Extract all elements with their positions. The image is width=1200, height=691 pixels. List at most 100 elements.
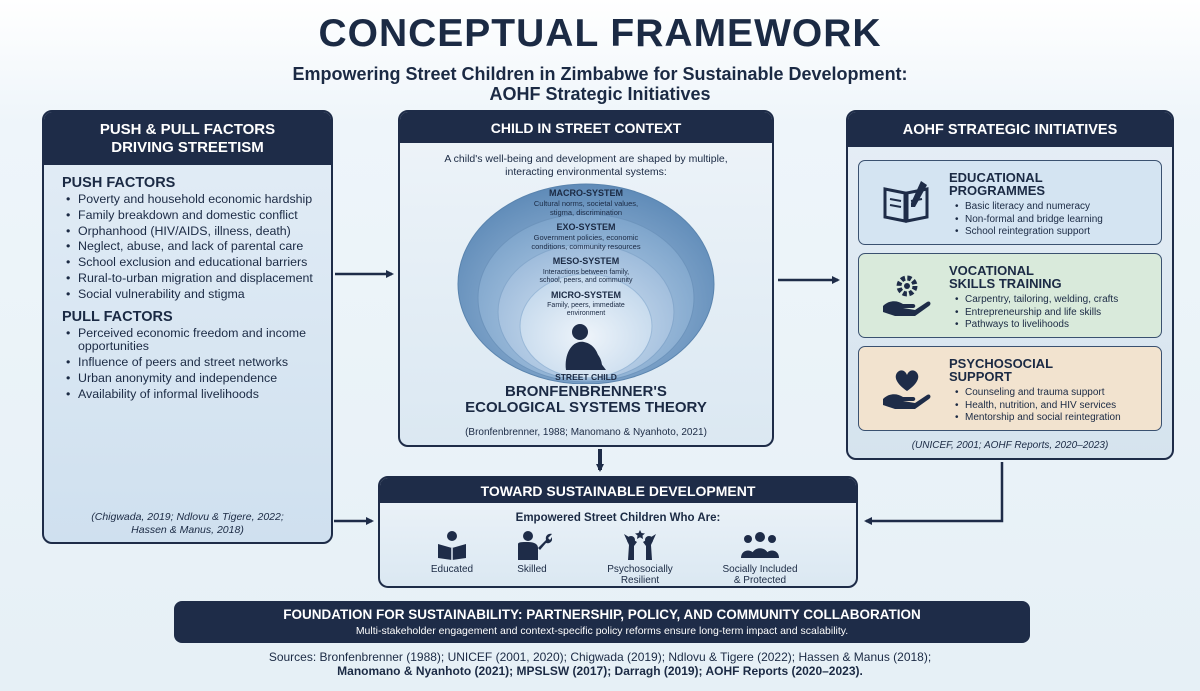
sources: Sources: Bronfenbrenner (1988); UNICEF (… xyxy=(0,650,1200,678)
initiative-item: Health, nutrition, and HIV services xyxy=(955,400,1121,413)
push-pull-panel: PUSH & PULL FACTORS DRIVING STREETISM PU… xyxy=(42,110,333,544)
pull-factor-item: Availability of informal livelihoods xyxy=(66,387,321,401)
outcome-label-line-1: Psychosocially xyxy=(607,564,673,575)
push-factors-list: Poverty and household economic hardship … xyxy=(44,192,331,301)
subtitle-line-1: Empowering Street Children in Zimbabwe f… xyxy=(292,64,908,84)
system-name: MICRO-SYSTEM xyxy=(551,290,621,300)
center-citation: (Bronfenbrenner, 1988; Manomano & Nyanho… xyxy=(465,427,707,438)
sources-line-2: Manomano & Nyanhoto (2021); MPSLSW (2017… xyxy=(337,664,863,678)
street-child-label: STREET CHILD xyxy=(555,372,617,382)
outcome-label-line-2: Resilient xyxy=(620,575,660,586)
theory-line-2: ECOLOGICAL SYSTEMS THEORY xyxy=(465,399,707,416)
push-pull-header: PUSH & PULL FACTORS DRIVING STREETISM xyxy=(44,112,331,165)
initiative-card-education: EDUCATIONAL PROGRAMMES Basic literacy an… xyxy=(858,160,1162,245)
outcome-label: Skilled xyxy=(517,564,547,575)
push-factor-item: Rural-to-urban migration and displacemen… xyxy=(66,271,321,285)
outcome-resilient: Psychosocially Resilient xyxy=(590,530,690,586)
page-title: CONCEPTUAL FRAMEWORK xyxy=(318,12,882,55)
push-factor-item: Neglect, abuse, and lack of parental car… xyxy=(66,240,321,254)
sustainable-development-panel: TOWARD SUSTAINABLE DEVELOPMENT Empowered… xyxy=(378,476,858,588)
foundation-subtitle: Multi-stakeholder engagement and context… xyxy=(355,625,849,637)
initiative-item: School reintegration support xyxy=(955,226,1103,239)
reading-child-icon xyxy=(438,531,466,560)
push-pull-header-line-2: DRIVING STREETISM xyxy=(111,139,264,156)
strategic-initiatives-panel: AOHF STRATEGIC INITIATIVES EDUCATIONAL P… xyxy=(846,110,1174,460)
system-desc: conditions, community resources xyxy=(531,242,640,251)
initiative-item: Non-formal and bridge learning xyxy=(955,214,1103,227)
outcome-educated: Educated xyxy=(402,530,502,575)
outcome-label-line-2: & Protected xyxy=(733,575,787,586)
empowered-label: Empowered Street Children Who Are: xyxy=(515,512,721,524)
initiative-item: Entrepreneurship and life skills xyxy=(955,307,1118,320)
push-factor-item: Poverty and household economic hardship xyxy=(66,192,321,206)
outcome-included: Socially Included & Protected xyxy=(710,530,810,586)
child-context-panel: CHILD IN STREET CONTEXT A child's well-b… xyxy=(398,110,774,447)
pull-factor-item: Perceived economic freedom and income op… xyxy=(66,327,321,354)
child-context-header: CHILD IN STREET CONTEXT xyxy=(400,112,772,143)
initiative-title: VOCATIONAL SKILLS TRAINING xyxy=(949,264,1062,290)
system-desc: stigma, discrimination xyxy=(550,208,622,217)
initiative-item: Basic literacy and numeracy xyxy=(955,201,1103,214)
initiative-title-line-1: PSYCHOSOCIAL xyxy=(949,356,1054,371)
micro-system-ring xyxy=(519,273,653,379)
initiative-card-vocational: VOCATIONAL SKILLS TRAINING Carpentry, ta… xyxy=(858,253,1162,338)
strategic-initiatives-header: AOHF STRATEGIC INITIATIVES xyxy=(848,112,1172,147)
sustainable-development-header: TOWARD SUSTAINABLE DEVELOPMENT xyxy=(380,478,856,503)
outcome-label-line-1: Socially Included xyxy=(722,564,798,575)
gear-hand-icon xyxy=(883,275,931,316)
pull-factors-list: Perceived economic freedom and income op… xyxy=(44,327,331,402)
push-factor-item: Orphanhood (HIV/AIDS, illness, death) xyxy=(66,224,321,238)
system-desc: Cultural norms, societal values, xyxy=(534,199,638,208)
outcome-skilled: Skilled xyxy=(482,530,582,575)
initiative-title-line-1: VOCATIONAL xyxy=(949,263,1034,278)
initiative-item: Carpentry, tailoring, welding, crafts xyxy=(955,294,1118,307)
foundation-banner: FOUNDATION FOR SUSTAINABILITY: PARTNERSH… xyxy=(174,601,1030,643)
initiative-title: EDUCATIONAL PROGRAMMES xyxy=(949,171,1045,197)
system-name: MACRO-SYSTEM xyxy=(549,188,623,198)
worker-wrench-icon xyxy=(518,531,552,560)
system-name: MESO-SYSTEM xyxy=(553,256,620,266)
system-desc: Family, peers, immediate xyxy=(547,302,625,309)
system-desc: environment xyxy=(567,310,606,317)
pull-factors-title: PULL FACTORS xyxy=(62,309,173,326)
theory-line-1: BRONFENBRENNER'S xyxy=(505,383,667,400)
initiative-title: PSYCHOSOCIAL SUPPORT xyxy=(949,357,1053,383)
push-pull-header-line-1: PUSH & PULL FACTORS xyxy=(99,121,276,138)
system-desc: school, peers, and community xyxy=(540,277,633,284)
pull-factor-item: Urban anonymity and independence xyxy=(66,371,321,385)
initiative-title-line-1: EDUCATIONAL xyxy=(949,170,1043,185)
push-factors-title: PUSH FACTORS xyxy=(62,175,176,191)
initiative-title-line-2: PROGRAMMES xyxy=(949,183,1046,198)
street-child-icon xyxy=(565,324,606,370)
initiative-items: Counseling and trauma support Health, nu… xyxy=(955,387,1121,425)
subtitle-line-2: AOHF Strategic Initiatives xyxy=(489,84,711,104)
ecological-intro: A child's well-being and development are… xyxy=(440,153,732,179)
initiative-item: Mentorship and social reintegration xyxy=(955,412,1121,425)
initiative-title-line-2: SKILLS TRAINING xyxy=(949,276,1062,291)
initiative-card-psychosocial: PSYCHOSOCIAL SUPPORT Counseling and trau… xyxy=(858,346,1162,431)
heart-hand-icon xyxy=(883,370,931,409)
initiatives-citation: (UNICEF, 2001; AOHF Reports, 2020–2023) xyxy=(911,440,1109,451)
sources-line-1: Sources: Bronfenbrenner (1988); UNICEF (… xyxy=(268,650,932,664)
group-people-icon xyxy=(741,532,779,558)
ecological-theory-title: BRONFENBRENNER'S ECOLOGICAL SYSTEMS THEO… xyxy=(400,384,772,416)
page-subtitle: Empowering Street Children in Zimbabwe f… xyxy=(0,64,1200,104)
arrow-right-to-bottom xyxy=(864,462,1004,525)
push-factor-item: School exclusion and educational barrier… xyxy=(66,255,321,269)
initiative-title-line-2: SUPPORT xyxy=(949,369,1012,384)
outcome-label: Educated xyxy=(430,564,474,575)
initiative-items: Carpentry, tailoring, welding, crafts En… xyxy=(955,294,1118,332)
initiative-item: Counseling and trauma support xyxy=(955,387,1121,400)
ecological-rings-diagram: MACRO-SYSTEM Cultural norms, societal va… xyxy=(457,183,715,384)
push-factor-item: Family breakdown and domestic conflict xyxy=(66,208,321,222)
system-desc: Government policies, economic xyxy=(534,233,639,242)
initiative-item: Pathways to livelihoods xyxy=(955,319,1118,332)
foundation-title: FOUNDATION FOR SUSTAINABILITY: PARTNERSH… xyxy=(283,607,921,622)
initiative-items: Basic literacy and numeracy Non-formal a… xyxy=(955,201,1103,239)
ecological-intro-line-1: A child's well-being and development are… xyxy=(444,153,728,165)
push-pull-citation-line-2: Hassen & Manus, 2018) xyxy=(131,524,244,536)
celebrating-people-icon xyxy=(624,530,656,560)
push-pull-citation: (Chigwada, 2019; Ndlovu & Tigere, 2022; … xyxy=(44,511,331,537)
